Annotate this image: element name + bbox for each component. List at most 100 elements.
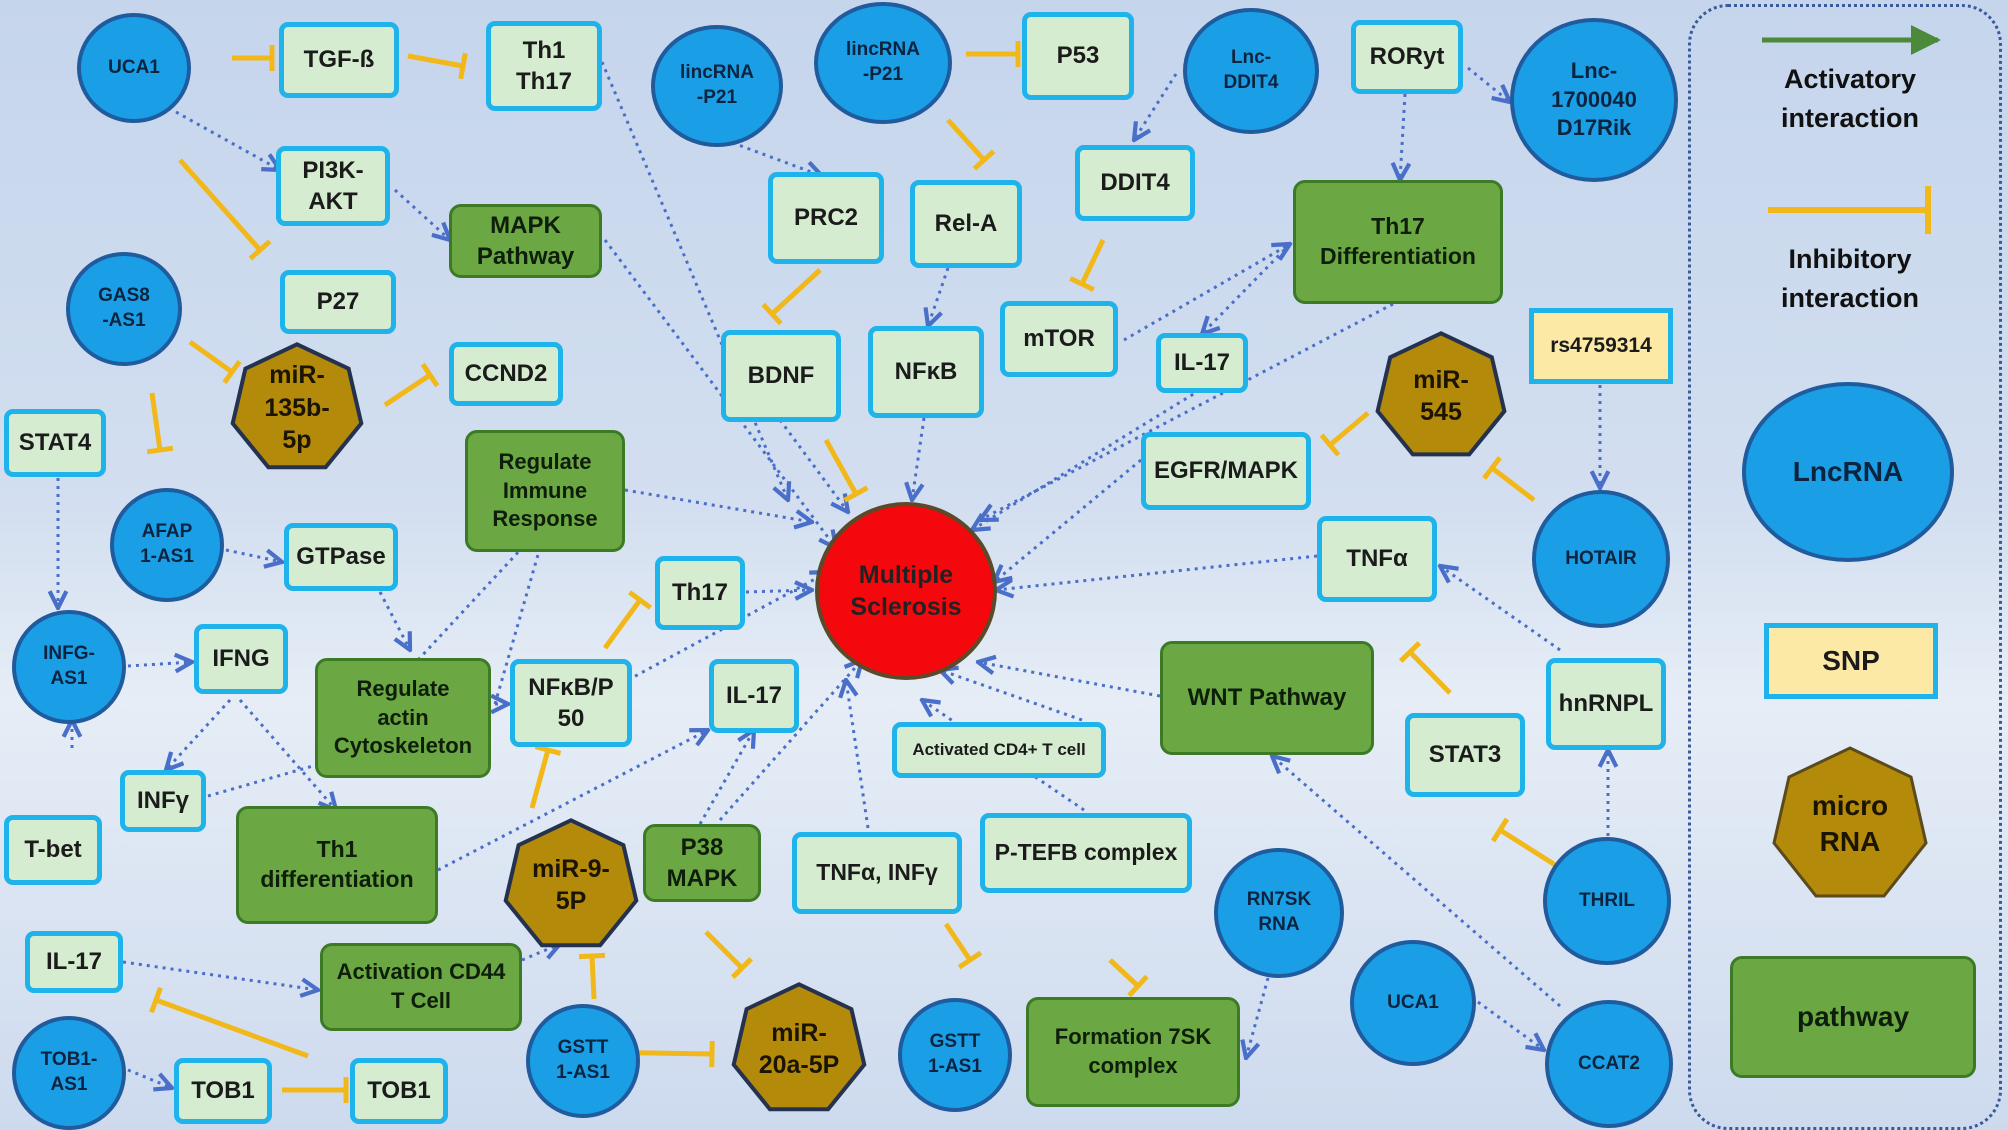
node-rel-a: Rel-A [910,180,1022,268]
legend-pathway: pathway [1730,956,1976,1078]
node-th1-th17: Th1 Th17 [486,21,602,111]
inhibition-edge [1328,411,1370,447]
activation-edge [1246,977,1270,1058]
node-mir9: miR-9- 5P [501,812,641,952]
heptagon-shape [1375,331,1507,457]
inhibition-bar [149,986,163,1014]
heptagon-shape [503,818,639,948]
inhibition-bar [1127,974,1149,998]
node-thril: THRIL [1543,837,1671,965]
node-activated-cd4: Activated CD4+ T cell [892,722,1106,778]
inhibition-edge [529,749,551,809]
inhibition-bar [628,590,652,610]
inhibition-bar [1319,433,1341,457]
node-lincrna-p21-b: lincRNA -P21 [814,2,952,124]
legend-microrna-shape [1772,746,1928,898]
node-p38: P38 MAPK [643,824,761,902]
legend-lncrna: LncRNA [1742,382,1954,562]
inhibition-bar [972,149,996,171]
activation-edge [1477,1000,1544,1050]
legend-panel [1688,4,2002,1130]
inhibition-edge [1498,827,1562,871]
inhibition-bar [420,362,440,388]
legend-microrna: micro RNA [1770,746,1930,902]
inhibition-bar [1482,456,1502,480]
node-ifng: IFNG [194,624,288,694]
legend-activatory-label: Activatory interaction [1780,64,1920,134]
activation-edge [238,699,336,810]
node-lnc-ddit4: Lnc- DDIT4 [1183,8,1319,134]
activation-edge [1467,66,1510,102]
activation-edge [603,239,836,548]
inhibition-edge [1408,650,1452,695]
node-pi3k-akt: PI3K- AKT [276,146,390,226]
activation-edge [846,680,870,829]
node-tnfa-infy: TNFα, INFγ [792,832,962,914]
node-th17-mid: Th17 [655,556,745,630]
activation-edge [1134,73,1178,140]
node-lnc-1700040: Lnc- 1700040 D17Rik [1510,18,1678,182]
activation-edge [928,267,950,326]
inhibition-edge [383,372,432,408]
node-rn7sk: RN7SK RNA [1214,848,1344,978]
activation-edge [207,760,334,798]
node-p27: P27 [280,270,396,334]
node-gas8-as1: GAS8 -AS1 [66,252,182,366]
node-hotair: HOTAIR [1532,490,1670,628]
node-gtpase: GTPase [284,523,398,591]
inhibition-bar [222,359,242,385]
node-bdnf: BDNF [721,330,841,422]
inhibition-bar [957,950,983,970]
inhibition-bar [1069,276,1095,292]
inhibition-edge [178,158,262,252]
activation-edge [378,591,410,650]
node-rs4759314: rs4759314 [1529,308,1673,384]
activation-edge [996,554,1318,590]
inhibition-edge [602,598,643,650]
node-mir20a: miR- 20a-5P [726,976,872,1116]
inhibition-bar [146,445,174,455]
inhibition-edge [943,922,973,962]
node-label: miR- 20a-5P [758,1018,840,1080]
node-ccnd2: CCND2 [449,342,563,406]
inhibition-bar [1398,641,1422,663]
inhibition-edge [704,930,744,970]
node-th1-diff: Th1 differentiation [236,806,438,924]
inhibition-edge [589,955,597,1000]
node-egfr-mapk: EGFR/MAPK [1141,432,1311,510]
node-nfkb-p50: NFκB/P 50 [510,659,632,747]
inhibition-bar [731,957,753,979]
inhibition-edge [1108,958,1140,988]
activation-edge [437,730,708,872]
activation-edge [980,302,1394,520]
node-il17-left: IL-17 [25,931,123,993]
node-tnfa: TNFα [1317,516,1437,602]
inhibition-bar [1490,817,1510,843]
inhibition-bar [843,485,869,503]
node-nfkb: NFκB [868,326,984,418]
node-infy: INFγ [120,770,206,832]
node-stat3: STAT3 [1405,713,1525,797]
node-mtor: mTOR [1000,301,1118,377]
node-wnt: WNT Pathway [1160,641,1374,755]
inhibition-bar [761,302,783,326]
inhibition-bar [458,52,468,80]
legend-inhibitory-label: Inhibitory interaction [1780,244,1920,314]
inhibition-edge [1490,466,1536,502]
node-formation-7sk: Formation 7SK complex [1026,997,1240,1107]
node-il17-top: IL-17 [1156,333,1248,393]
heptagon-shape [230,342,364,470]
node-regulate-actin: Regulate actin Cytoskeleton [315,658,491,778]
node-hnrnpl: hnRNPL [1546,658,1666,750]
node-prc2: PRC2 [768,172,884,264]
activation-edge [225,548,282,562]
node-regulate-immune: Regulate Immune Response [465,430,625,552]
node-gstt1-as1-b: GSTT 1-AS1 [898,998,1012,1112]
activation-edge [745,590,812,592]
inhibition-edge [149,392,163,451]
inhibition-edge [1079,238,1106,286]
inhibition-edge [407,53,464,69]
